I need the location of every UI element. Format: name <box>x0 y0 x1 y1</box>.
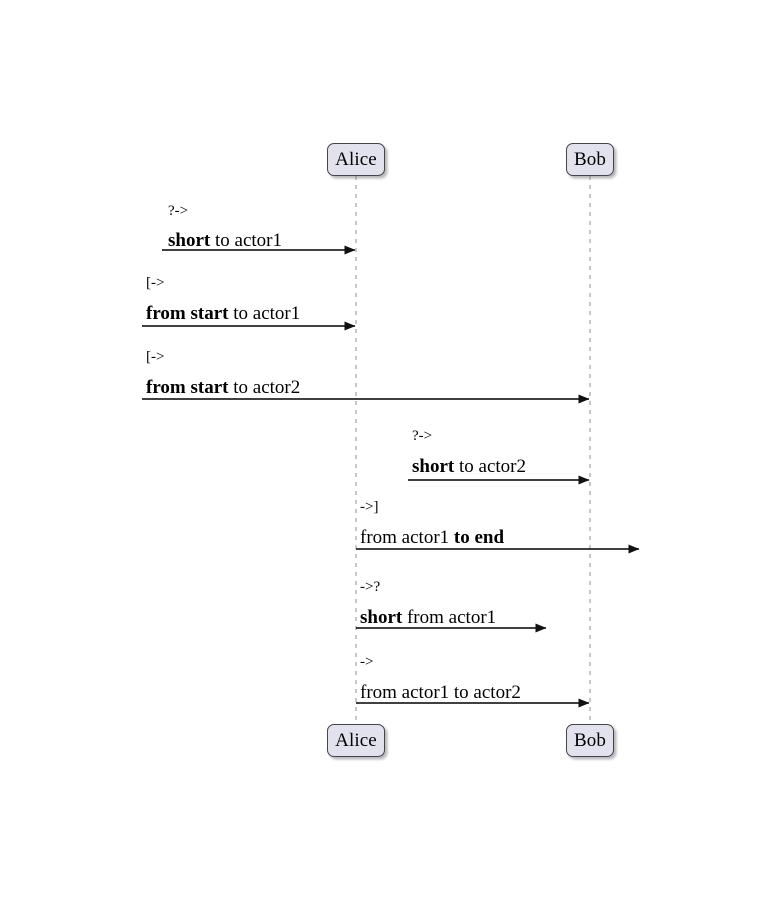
message-type-3: [-> <box>146 349 165 365</box>
actor-label: Alice <box>335 730 377 751</box>
actor-box-alice-bottom[interactable]: Alice <box>327 724 385 757</box>
message-label-5: from actor1 to end <box>360 527 505 548</box>
actor-label: Bob <box>574 730 606 751</box>
lifelines-group <box>355 176 591 724</box>
message-label-7: from actor1 to actor2 <box>360 682 521 703</box>
actor-box-bob-bottom[interactable]: Bob <box>566 724 614 757</box>
message-label-6: short from actor1 <box>360 607 497 628</box>
message-label-3: from start to actor2 <box>146 377 301 398</box>
actor-box-bob-top[interactable]: Bob <box>566 143 614 176</box>
actor-label: Bob <box>574 149 606 170</box>
actor-label: Alice <box>335 149 377 170</box>
message-type-6: ->? <box>360 579 381 595</box>
actor-box-alice-top[interactable]: Alice <box>327 143 385 176</box>
message-type-1: ?-> <box>168 203 189 219</box>
message-label-2: from start to actor1 <box>146 303 301 324</box>
message-type-4: ?-> <box>412 428 433 444</box>
message-type-2: [-> <box>146 275 165 291</box>
message-type-5: ->] <box>360 499 379 515</box>
message-arrows-group <box>142 245 640 708</box>
message-type-7: -> <box>360 654 374 670</box>
message-label-4: short to actor2 <box>412 456 526 477</box>
message-label-1: short to actor1 <box>168 230 282 251</box>
